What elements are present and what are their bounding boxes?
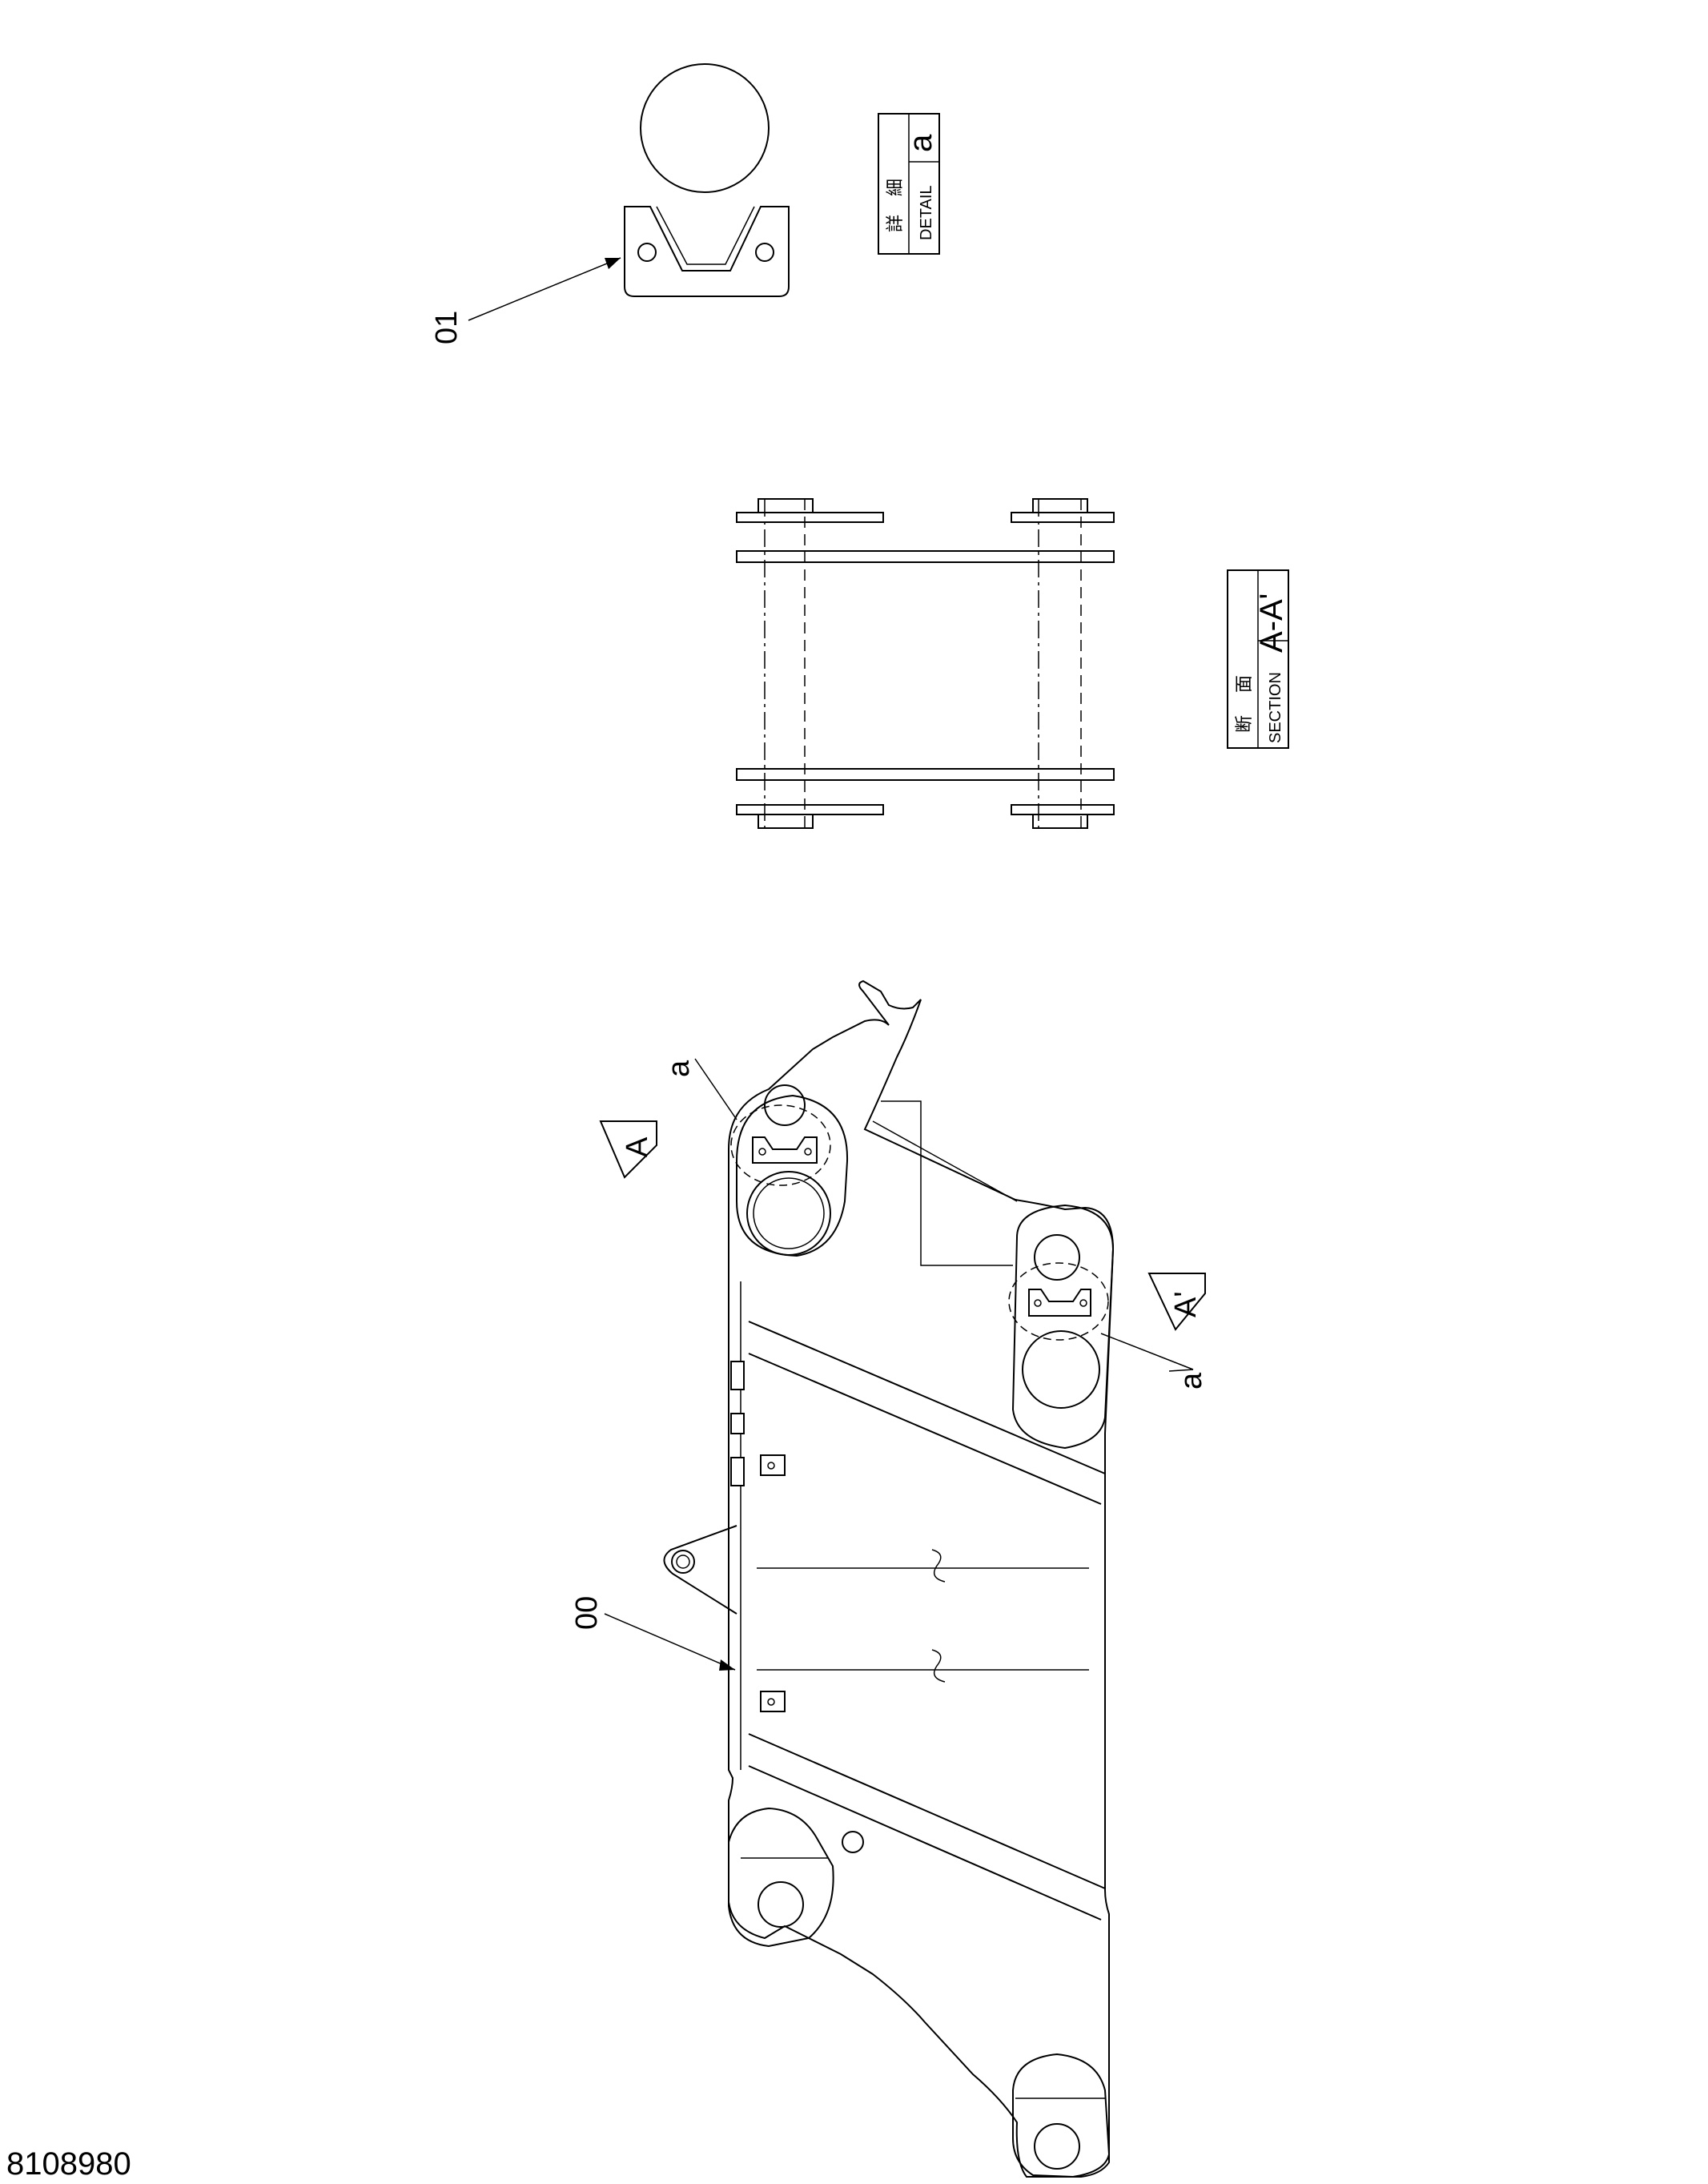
- detail-label-id: a: [903, 134, 938, 152]
- detail-circle-upper: [730, 1104, 831, 1186]
- pin-hole-upper-right-large: [1022, 1330, 1100, 1409]
- detail-pin-circle: [640, 63, 770, 193]
- detail-a-view: [468, 63, 790, 321]
- detail-bracket-plate: [624, 206, 790, 297]
- boss-square-lower: [760, 1691, 786, 1712]
- section-cut-line: [881, 1100, 1013, 1266]
- frame-outline: [728, 979, 1115, 2178]
- detail-marker-lower: a: [1175, 1372, 1208, 1390]
- leader-line-00: [604, 1613, 736, 1671]
- main-frame-assembly: [599, 979, 1206, 2178]
- section-label-jp-1: 断: [1234, 715, 1254, 733]
- boss-square-upper: [760, 1454, 786, 1476]
- small-hole-lower: [842, 1831, 864, 1853]
- section-label-box: 断 面 SECTION A-A': [1227, 569, 1289, 749]
- drawing-number: 8108980: [6, 2146, 131, 2182]
- detail-label-box: 詳 細 DETAIL a: [878, 113, 940, 255]
- leader-arrow-00: [719, 1659, 735, 1671]
- detail-label-en: DETAIL: [918, 185, 935, 240]
- detail-bolt-hole-left: [637, 243, 657, 262]
- section-arrow-label-right: A': [1169, 1291, 1203, 1317]
- pin-hole-lower-right: [1034, 2123, 1080, 2170]
- leader-line-01: [468, 257, 621, 321]
- section-label-en: SECTION: [1267, 672, 1284, 743]
- section-label-id: A-A': [1254, 593, 1289, 653]
- detail-label-jp-2: 細: [885, 179, 905, 196]
- detail-label-jp-1: 詳: [885, 215, 905, 232]
- section-arrow-label-left: A: [621, 1136, 654, 1157]
- pin-hole-upper-left-small: [764, 1084, 806, 1126]
- side-lug: [663, 1525, 737, 1615]
- section-label-jp-2: 面: [1234, 675, 1254, 693]
- detail-bolt-hole-right: [755, 243, 774, 262]
- pin-hole-lower-left: [758, 1881, 804, 1928]
- part-callout-00: 00: [570, 1596, 604, 1630]
- section-aa-view: [736, 498, 1115, 829]
- section-arrow-right: [1147, 1273, 1206, 1331]
- pin-hole-upper-left-large: [746, 1171, 831, 1256]
- detail-marker-upper: a: [662, 1060, 696, 1077]
- detail-circle-lower: [1008, 1262, 1109, 1341]
- part-callout-01: 01: [430, 311, 464, 344]
- pin-hole-upper-right-small: [1034, 1234, 1080, 1281]
- leader-arrow-01: [605, 258, 621, 269]
